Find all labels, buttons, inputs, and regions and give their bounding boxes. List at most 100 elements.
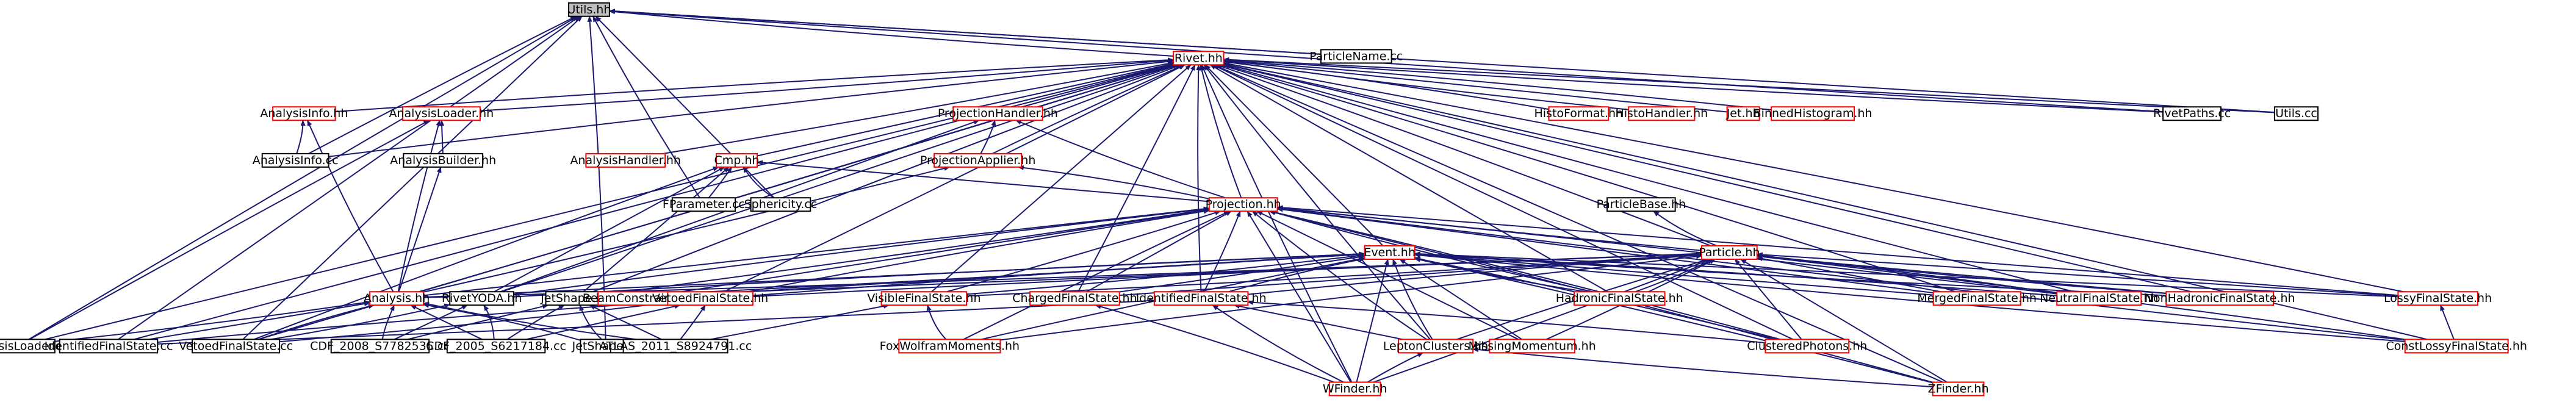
node-identifiedfinalstate-hh[interactable]: IdentifiedFinalState.hh: [1136, 291, 1267, 306]
node-analysishandler-hh[interactable]: AnalysisHandler.hh: [570, 153, 681, 168]
node-projectionhandler-hh[interactable]: ProjectionHandler.hh: [938, 106, 1058, 121]
node-label: LossyFinalState.hh: [2384, 292, 2492, 305]
edge-projection-hh-to-rivet-hh: [1199, 64, 1242, 198]
node-utils-cc[interactable]: Utils.cc: [2273, 106, 2319, 121]
edge-identifiedfinalstate-cc-to-identifiedfinalstate-hh: [157, 298, 1155, 345]
node-foxwolframmoments-hh[interactable]: FoxWolframMoments.hh: [880, 339, 1020, 354]
edge-missingmomentum-hh-to-event-hh: [1399, 259, 1522, 340]
node-label: HistoFormat.hh: [1534, 107, 1623, 120]
node-box: [2162, 106, 2222, 121]
edge-mergedfinalstate-hh-to-particle-hh: [1756, 256, 1941, 293]
edge-utils-cc-to-utils-hh: [608, 9, 2275, 113]
edge-analysisinfo-hh-to-rivet-hh: [335, 57, 1175, 113]
node-visiblefinalstate-hh[interactable]: VisibleFinalState.hh: [867, 291, 981, 306]
edge-analysis-hh-to-projection-hh: [423, 206, 1210, 296]
edge-cdf-2005-cc-to-analysis-hh: [410, 304, 483, 340]
node-rivetpaths-cc[interactable]: RivetPaths.cc: [2153, 106, 2231, 121]
edge-missingmomentum-hh-to-projection-hh: [1256, 210, 1519, 340]
node-label: CDF_2005_S6217184.cc: [426, 339, 566, 353]
node-box: [1726, 106, 1760, 121]
node-cmp-hh[interactable]: Cmp.hh: [714, 153, 760, 168]
node-label: ClusteredPhotons.hh: [1747, 339, 1867, 353]
edge-projection-hh-to-cmp-hh: [757, 160, 1209, 203]
node-jet-hh[interactable]: Jet.hh: [1726, 106, 1760, 121]
node-label: MergedFinalState.hh: [1917, 292, 2037, 305]
node-beamconstraint-hh[interactable]: BeamConstraint.hh: [583, 291, 695, 306]
node-vetoedfinalstate-hh[interactable]: VetoedFinalState.hh: [652, 291, 768, 306]
edge-rivet-hh-to-utils-hh: [608, 9, 1174, 57]
node-projection-hh[interactable]: Projection.hh: [1206, 197, 1281, 212]
edge-fparameter-cc-to-utils-hh: [592, 15, 700, 198]
node-vetoedfinalstate-cc[interactable]: VetoedFinalState.cc: [179, 339, 293, 354]
node-analysisbuilder-hh[interactable]: AnalysisBuilder.hh: [390, 153, 496, 168]
node-constlossyfinalstate-hh[interactable]: ConstLossyFinalState.hh: [2386, 339, 2527, 354]
node-projectionapplier-hh[interactable]: ProjectionApplier.hh: [920, 153, 1036, 168]
node-event-hh[interactable]: Event.hh: [1364, 245, 1416, 260]
node-cdf-2008-cc[interactable]: CDF_2008_S7782535.cc: [310, 339, 450, 354]
node-particle-hh[interactable]: Particle.hh: [1699, 245, 1760, 260]
node-label: ChargedFinalState.hh: [1012, 292, 1137, 305]
edge-lossyfinalstate-hh-to-particle-hh: [1756, 252, 2398, 297]
node-zfinder-hh[interactable]: ZFinder.hh: [1928, 381, 1989, 397]
edge-projectionhandler-hh-to-rivet-hh: [1021, 63, 1175, 108]
edge-identifiedfinalstate-cc-to-vetoedfinalstate-hh: [157, 300, 669, 343]
node-label: ConstLossyFinalState.hh: [2386, 339, 2527, 353]
node-histoformat-hh[interactable]: HistoFormat.hh: [1534, 106, 1623, 121]
node-analysisloader-hh[interactable]: AnalysisLoader.hh: [389, 106, 494, 121]
node-hadronicfinalstate-hh[interactable]: HadronicFinalState.hh: [1556, 291, 1683, 306]
node-clusteredphotons-hh[interactable]: ClusteredPhotons.hh: [1747, 339, 1867, 354]
node-label: AnalysisBuilder.hh: [390, 154, 496, 167]
node-histohandler-hh[interactable]: HistoHandler.hh: [1615, 106, 1708, 121]
edge-neutralfinalstate-hh-to-rivet-hh: [1223, 63, 2074, 293]
node-box: [272, 106, 336, 121]
node-rivet-hh[interactable]: Rivet.hh: [1173, 51, 1225, 66]
node-box: [585, 153, 666, 168]
node-analysisinfo-hh[interactable]: AnalysisInfo.hh: [260, 106, 348, 121]
node-particlebase-hh[interactable]: ParticleBase.hh: [1597, 197, 1686, 212]
node-nonhadronicfinalstate-hh[interactable]: NonHadronicFinalState.hh: [2145, 291, 2295, 306]
edge-cdf-2008-cc-to-analysis-hh: [381, 304, 395, 340]
node-box: [667, 291, 754, 306]
node-rivetyoda-hh[interactable]: RivetYODA.hh: [442, 291, 522, 306]
node-chargedfinalstate-hh[interactable]: ChargedFinalState.hh: [1012, 291, 1137, 306]
node-mergedfinalstate-hh[interactable]: MergedFinalState.hh: [1917, 291, 2037, 306]
edge-projectionapplier-hh-to-projectionhandler-hh: [980, 120, 996, 154]
node-analysisinfo-cc[interactable]: AnalysisInfo.cc: [253, 153, 339, 168]
node-analysisloader-cc[interactable]: AnalysisLoader.cc: [0, 339, 69, 354]
node-identifiedfinalstate-cc[interactable]: IdentifiedFinalState.cc: [45, 339, 173, 354]
node-box: [446, 339, 546, 354]
node-atlas-2011-cc[interactable]: ATLAS_2011_S8924791.cc: [599, 339, 752, 354]
node-sphericity-cc[interactable]: Sphericity.cc: [744, 197, 818, 212]
edge-identifiedfinalstate-hh-to-particle-hh: [1248, 253, 1703, 295]
node-neutralfinalstate-hh[interactable]: NeutralFinalState.hh: [2040, 291, 2158, 306]
edge-rivetyoda-hh-to-cmp-hh: [494, 167, 725, 293]
node-analysis-hh[interactable]: Analysis.hh: [364, 291, 430, 306]
node-particlename-cc[interactable]: ParticleName.cc: [1309, 49, 1403, 64]
edge-sphericity-cc-to-utils-hh: [595, 16, 775, 198]
edge-chargedfinalstate-hh-to-rivet-hh: [1078, 64, 1196, 292]
edge-clusteredphotons-hh-to-identifiedfinalstate-hh: [1247, 300, 1766, 343]
node-box: [1771, 106, 1855, 121]
node-utils-hh[interactable]: Utils.hh: [567, 2, 611, 17]
node-fparameter-cc[interactable]: FParameter.cc: [663, 197, 745, 212]
node-box: [1932, 291, 2021, 306]
node-cdf-2005-cc[interactable]: CDF_2005_S6217184.cc: [426, 339, 566, 354]
node-label: Sphericity.cc: [744, 198, 818, 211]
node-leptonclusters-hh[interactable]: LeptonClusters.hh: [1383, 339, 1489, 354]
edge-constlossyfinalstate-hh-to-projection-hh: [1276, 206, 2405, 341]
edge-rivetyoda-hh-to-rivet-hh: [502, 64, 1179, 293]
edge-beamconstraint-hh-to-projection-hh: [678, 208, 1210, 293]
node-box: [671, 197, 736, 212]
node-wfinder-hh[interactable]: WFinder.hh: [1323, 381, 1387, 397]
node-binnedhistogram-hh[interactable]: BinnedHistogram.hh: [1754, 106, 1873, 121]
node-label: IdentifiedFinalState.cc: [45, 339, 173, 353]
edge-vetoedfinalstate-cc-to-utils-hh: [242, 16, 583, 340]
node-label: NonHadronicFinalState.hh: [2145, 292, 2295, 305]
node-missingmomentum-hh[interactable]: MissingMomentum.hh: [1469, 339, 1596, 354]
node-label: HadronicFinalState.hh: [1556, 292, 1683, 305]
node-lossyfinalstate-hh[interactable]: LossyFinalState.hh: [2384, 291, 2492, 306]
edge-vetoedfinalstate-hh-to-event-hh: [752, 252, 1365, 296]
edge-rivetyoda-hh-to-event-hh: [513, 251, 1365, 298]
edge-atlas-2011-cc-to-vetoedfinalstate-hh: [680, 304, 706, 340]
edge-rivetyoda-hh-to-projection-hh: [513, 207, 1210, 295]
